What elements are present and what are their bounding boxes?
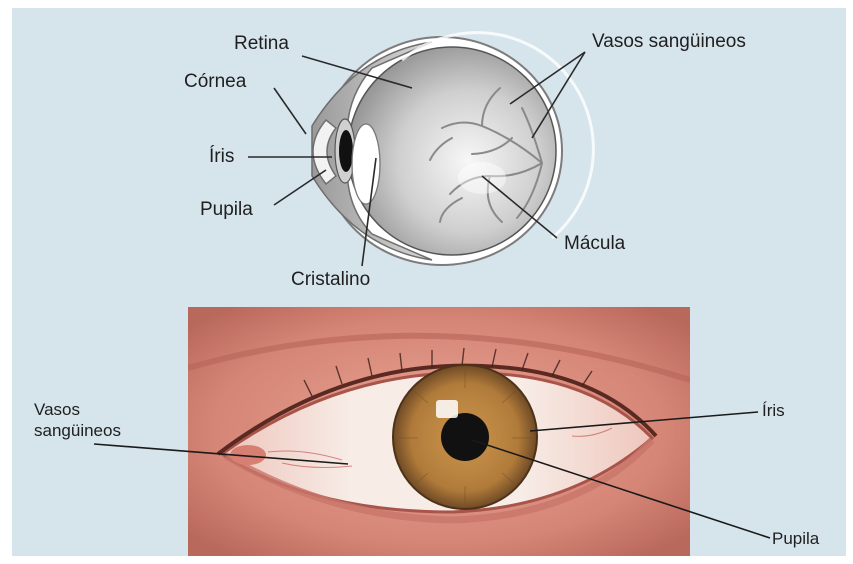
- photo-pupil: [441, 413, 489, 461]
- label-iris-bottom: Íris: [762, 402, 785, 419]
- label-vessels-bottom-line2: sangüineos: [34, 422, 121, 439]
- label-iris-top: Íris: [209, 147, 234, 166]
- eye-anatomy-figure: Retina Córnea Íris Pupila Cristalino Vas…: [12, 8, 846, 556]
- label-vessels-top: Vasos sangüineos: [592, 32, 746, 51]
- eye-cross-section: [312, 33, 593, 265]
- label-macula: Mácula: [564, 234, 625, 253]
- pupil-shape: [339, 130, 353, 172]
- label-pupil-top: Pupila: [200, 200, 253, 219]
- label-pupil-bottom: Pupila: [772, 530, 819, 547]
- label-retina: Retina: [234, 34, 289, 53]
- eye-highlight: [436, 400, 458, 418]
- label-cornea: Córnea: [184, 72, 246, 91]
- eye-photo: [188, 307, 690, 556]
- eye-illustrations: [12, 8, 846, 556]
- label-vessels-bottom-line1: Vasos: [34, 401, 80, 418]
- label-lens: Cristalino: [291, 270, 370, 289]
